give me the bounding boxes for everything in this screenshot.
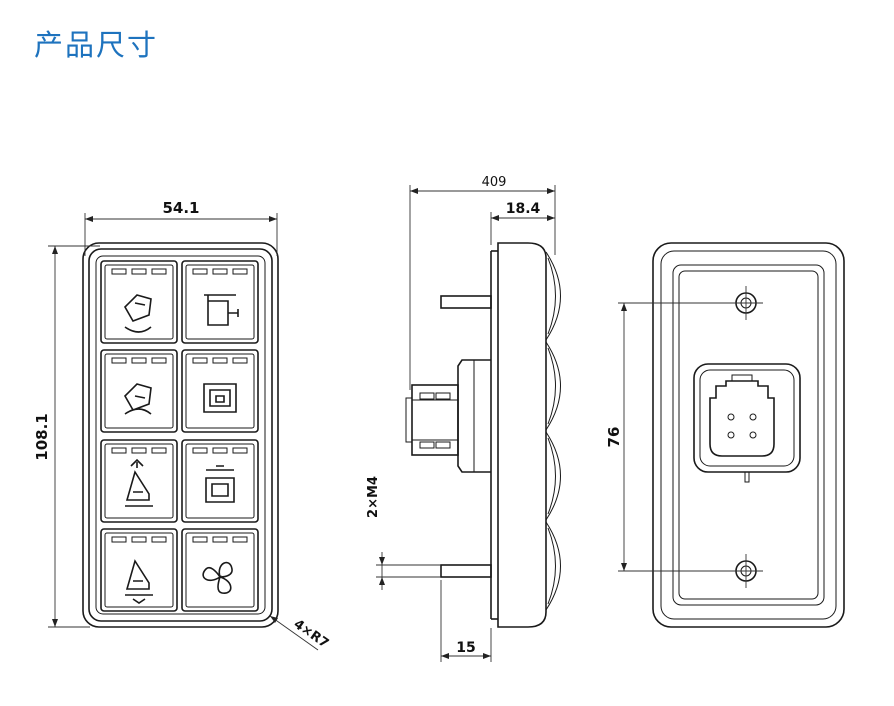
key-led-indicator: [111, 357, 127, 364]
side-dimensions: 409 18.4 2×M4 15: [366, 175, 556, 662]
side-view: [405, 242, 561, 628]
back-view: [652, 242, 845, 628]
front-bezel-outer: [82, 242, 279, 628]
aux-icon: [204, 294, 239, 326]
upper-stud: [440, 295, 492, 309]
deutsch-connector: [709, 380, 775, 457]
key-led-indicator: [212, 536, 228, 543]
key-cap-profile-3: [545, 431, 561, 521]
key-button[interactable]: [100, 349, 178, 433]
body-depth-label: 18.4: [506, 201, 541, 217]
width-dimension-label: 54.1: [162, 199, 199, 217]
key-cap-profile-4: [545, 521, 561, 611]
key-button[interactable]: [100, 439, 178, 523]
tracks-lock-icon: [205, 465, 235, 503]
front-bezel-inner: [88, 248, 273, 622]
key-led-indicator: [192, 357, 208, 364]
key-led-indicator: [192, 536, 208, 543]
key-led-indicator: [111, 268, 127, 275]
key-led-indicator: [131, 268, 147, 275]
blade-lower-icon: [125, 559, 153, 604]
key-led-indicator: [212, 357, 228, 364]
fan-icon: [202, 561, 233, 594]
key-led-indicator: [131, 447, 147, 454]
key-led-indicator: [151, 536, 167, 543]
corner-radius-label: 4×R7: [291, 617, 332, 652]
overall-depth-label: 409: [482, 175, 507, 190]
key-led-indicator: [131, 536, 147, 543]
front-key-area: [95, 255, 266, 615]
hole-spacing-label: 76: [605, 427, 623, 448]
front-view: [82, 242, 279, 628]
key-cap-profile-1: [545, 251, 561, 341]
key-led-indicator: [232, 268, 248, 275]
key-led-indicator: [111, 536, 127, 543]
key-led-indicator: [151, 447, 167, 454]
key-led-indicator: [151, 357, 167, 364]
back-plate-outer: [652, 242, 845, 628]
key-led-indicator: [232, 536, 248, 543]
page-title: 产品尺寸: [34, 28, 159, 62]
thread-spec-label: 2×M4: [366, 476, 381, 518]
key-led-indicator: [232, 447, 248, 454]
side-housing: [497, 242, 547, 628]
key-led-indicator: [192, 268, 208, 275]
key-button[interactable]: [100, 260, 178, 344]
height-dimension-label: 108.1: [33, 413, 51, 460]
key-button[interactable]: [181, 349, 259, 433]
connector-plug: [411, 384, 459, 456]
key-led-indicator: [212, 268, 228, 275]
key-cap-profile-2: [545, 341, 561, 431]
key-button[interactable]: [100, 528, 178, 612]
tilt-tip-up-icon: [124, 294, 152, 333]
key-led-indicator: [131, 357, 147, 364]
tracks-chassis-icon: [203, 383, 237, 413]
key-button[interactable]: [181, 528, 259, 612]
lower-stud: [440, 564, 492, 578]
stud-length-label: 15: [456, 640, 475, 656]
blade-raise-icon: [125, 458, 153, 507]
back-connector-housing: [693, 363, 801, 473]
key-led-indicator: [232, 357, 248, 364]
back-plate-inner: [672, 264, 825, 606]
key-button[interactable]: [181, 260, 259, 344]
key-grid: [100, 260, 259, 612]
back-dimensions: 76: [605, 302, 740, 572]
key-led-indicator: [212, 447, 228, 454]
key-led-indicator: [192, 447, 208, 454]
key-led-indicator: [151, 268, 167, 275]
tilt-tip-down-icon: [124, 383, 152, 415]
key-led-indicator: [111, 447, 127, 454]
key-button[interactable]: [181, 439, 259, 523]
